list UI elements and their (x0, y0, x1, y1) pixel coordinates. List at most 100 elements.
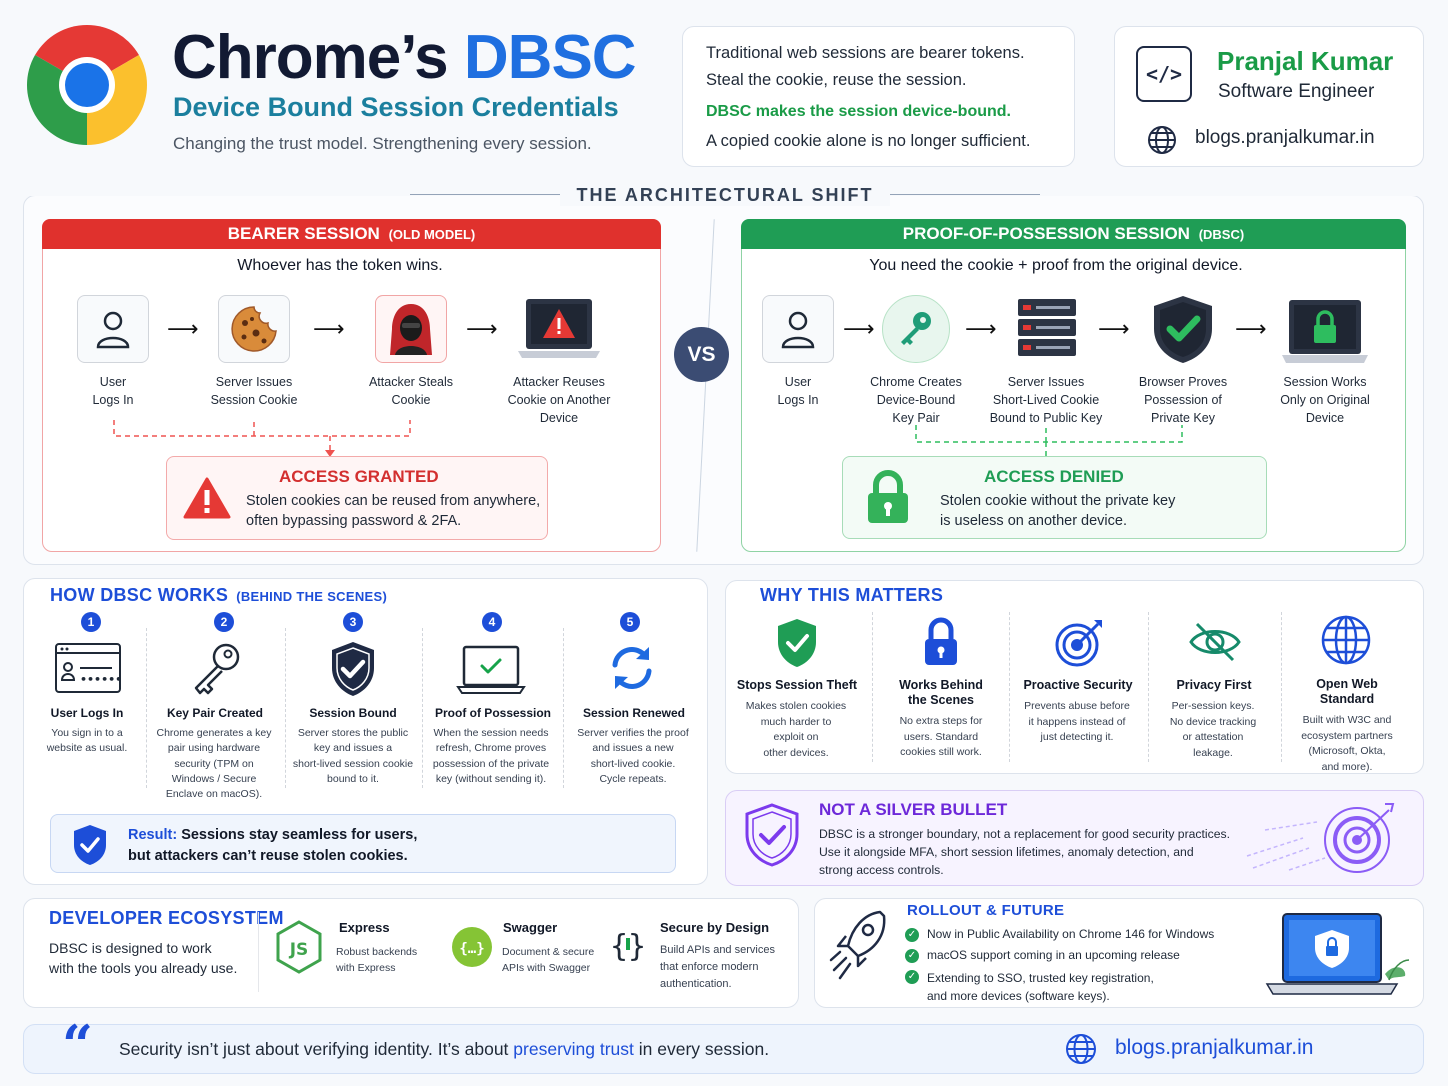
vs-badge: VS (674, 327, 729, 382)
pop-title-small: (DBSC) (1198, 227, 1245, 242)
how-step-title: Session Bound (309, 706, 397, 720)
pop-title: PROOF-OF-POSSESSION SESSION (902, 224, 1190, 243)
arrow-right-icon: ⟶ (843, 316, 875, 341)
warning-icon (183, 477, 231, 519)
dev-ecosystem-title: DEVELOPER ECOSYSTEM (49, 908, 284, 928)
pop-tagline: You need the cookie + proof from the ori… (869, 257, 1243, 274)
access-denied-title: ACCESS DENIED (984, 467, 1124, 486)
globe-icon (1321, 615, 1371, 665)
access-granted-text: Stolen cookies can be reused from anywhe… (246, 493, 541, 529)
author-card: </> Pranjal Kumar Software Engineer blog… (1114, 26, 1424, 167)
footer-website[interactable]: blogs.pranjalkumar.in (1115, 1036, 1314, 1059)
pop-step-user (762, 295, 834, 363)
check-circle-icon: ✓ (905, 928, 919, 942)
how-step-title: Session Renewed (582, 706, 686, 720)
pop-step-shield (1150, 293, 1216, 365)
shift-heading: THE ARCHITECTURAL SHIFT (560, 185, 890, 206)
key-icon (901, 312, 931, 345)
rollout-item: Now in Public Availability on Chrome 146… (927, 927, 1215, 941)
pop-step-server (1016, 297, 1078, 359)
check-circle-icon: ✓ (905, 949, 919, 963)
access-denied-box: ACCESS DENIED Stolen cookie without the … (842, 456, 1267, 539)
step-number: 5 (620, 612, 640, 632)
author-name: Pranjal Kumar (1217, 46, 1394, 76)
why-item-title: Proactive Security (1023, 678, 1133, 692)
page-title: Chrome’s DBSC (172, 22, 637, 93)
shield-check-icon (778, 619, 816, 667)
dev-ecosystem-panel (23, 898, 799, 1008)
step-number: 4 (482, 612, 502, 632)
how-step-title: User Logs In (50, 706, 124, 720)
refresh-icon (612, 647, 652, 689)
check-circle-icon: ✓ (905, 970, 919, 984)
arrow-right-icon: ⟶ (965, 316, 997, 341)
code-braces-icon: {} (610, 929, 646, 964)
user-icon (781, 311, 815, 349)
quote-icon: “ (62, 1013, 94, 1077)
rocket-icon (829, 910, 886, 980)
nodejs-icon: JS (276, 920, 322, 974)
svg-text:{…}: {…} (459, 941, 484, 957)
footer-quote: Security isn’t just about verifying iden… (119, 1039, 770, 1059)
globe-icon (1066, 1034, 1096, 1064)
shield-check-icon (74, 825, 106, 865)
intro-highlight: DBSC makes the session device-bound. (706, 103, 1011, 120)
user-icon (96, 311, 130, 349)
bearer-connector (113, 420, 411, 457)
page-tagline: Changing the trust model. Strengthening … (173, 134, 592, 153)
title-accent: DBSC (463, 23, 637, 92)
target-arrows-icon (1246, 803, 1395, 873)
swagger-icon: {…} (452, 927, 492, 967)
why-item-title: Stops Session Theft (736, 678, 858, 692)
rollout-title: ROLLOUT & FUTURE (907, 902, 1065, 919)
arrow-right-icon: ⟶ (1098, 316, 1130, 341)
bearer-step-attacker (375, 295, 447, 363)
hacker-icon (390, 304, 432, 355)
arrow-right-icon: ⟶ (167, 316, 199, 341)
how-result-box: Result: Sessions stay seamless for users… (50, 814, 676, 873)
access-granted-title: ACCESS GRANTED (279, 467, 439, 486)
bearer-tagline: Whoever has the token wins. (237, 257, 443, 274)
intro-line-1: Traditional web sessions are bearer toke… (706, 44, 1025, 62)
pop-connector (915, 425, 1183, 457)
svg-text:••••••: •••••• (80, 673, 122, 686)
lock-icon (868, 470, 908, 523)
tool-name: Swagger (503, 920, 558, 935)
step-number: 2 (214, 612, 234, 632)
why-item-title: Privacy First (1176, 678, 1252, 692)
shield-check-icon (332, 642, 374, 696)
how-step-title: Key Pair Created (166, 706, 264, 720)
tool-name: Express (339, 920, 390, 935)
warning-laptop-icon (518, 299, 600, 358)
pop-step-key (882, 295, 950, 363)
bearer-step-user (77, 295, 149, 363)
pop-step-laptop (1280, 297, 1370, 365)
arrow-right-icon: ⟶ (1235, 316, 1267, 341)
target-icon (1055, 620, 1102, 667)
bearer-step-cookie (218, 295, 290, 363)
key-icon (194, 643, 240, 695)
author-website[interactable]: blogs.pranjalkumar.in (1195, 127, 1375, 148)
rollout-item: Extending to SSO, trusted key registrati… (927, 971, 1154, 1003)
chrome-logo (26, 24, 148, 146)
step-number: 3 (343, 612, 363, 632)
page-subtitle: Device Bound Session Credentials (173, 92, 619, 122)
